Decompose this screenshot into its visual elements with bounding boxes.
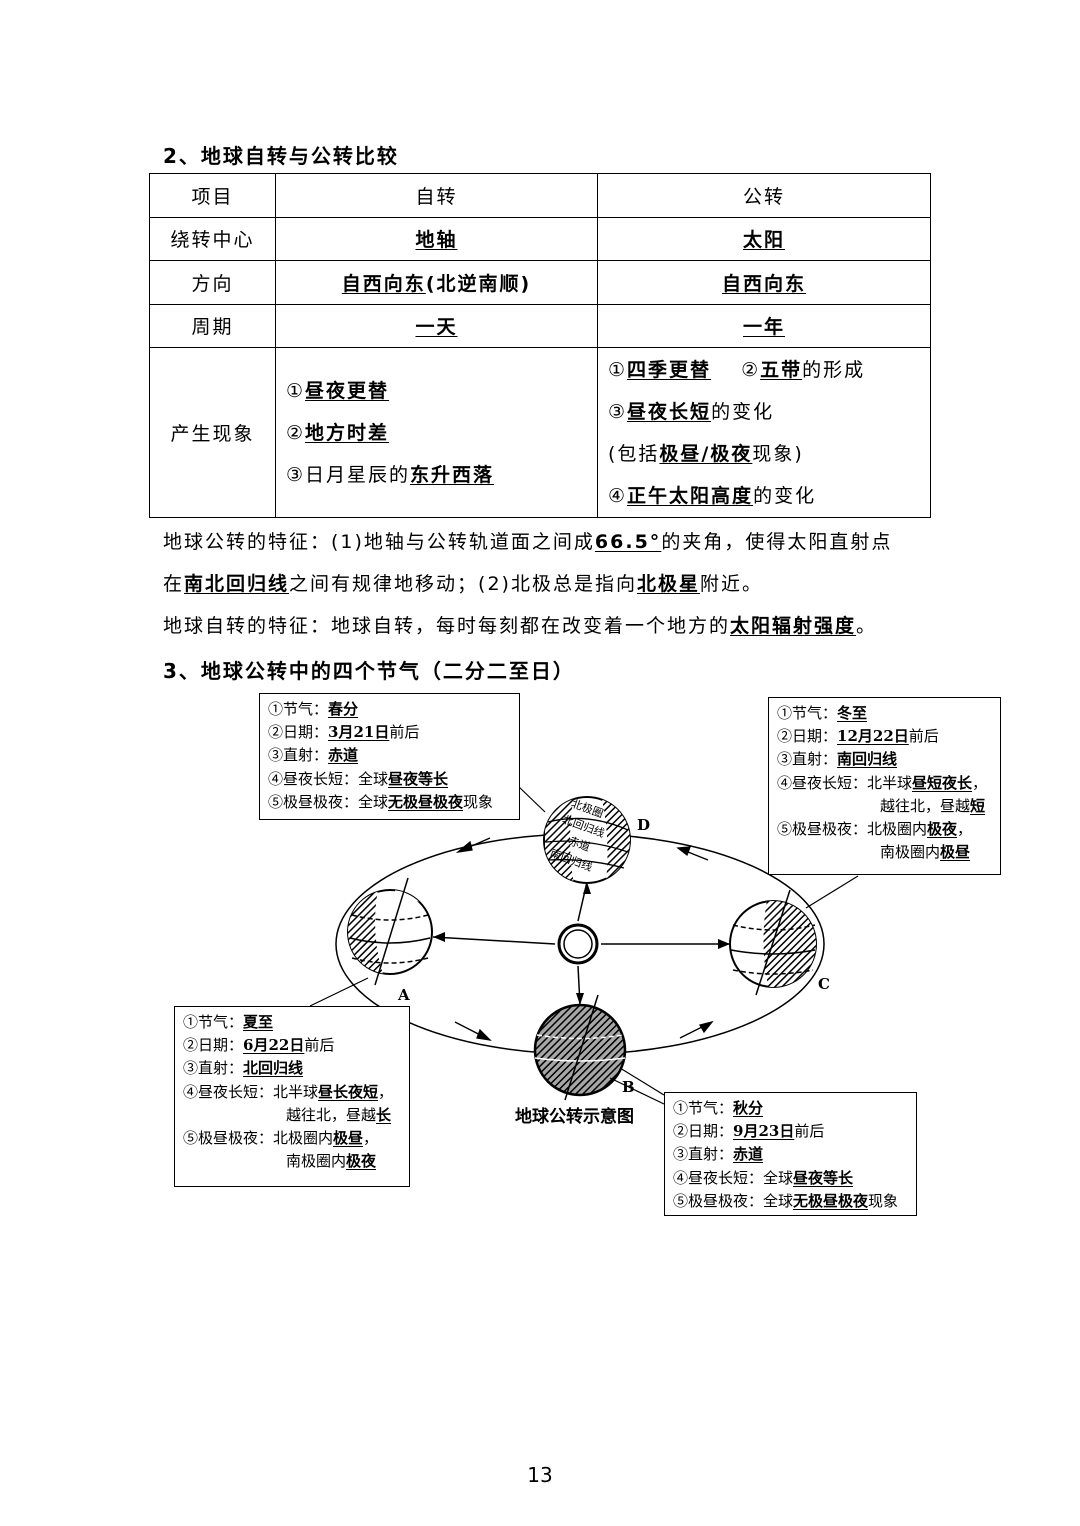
callout-winter-solstice: ①节气：冬至 ②日期：12月22日前后 ③直射：南回归线 ④昼夜长短：北半球昼短… <box>768 697 1001 875</box>
earth-globe-a <box>345 878 440 985</box>
page-number: 13 <box>0 1463 1080 1487</box>
callout-summer-solstice: ①节气：夏至 ②日期：6月22日前后 ③直射：北回归线 ④昼夜长短：北半球昼长夜… <box>174 1006 410 1187</box>
point-label-c: C <box>818 975 830 993</box>
earth-globe-b <box>535 995 625 1100</box>
callout-spring-equinox: ①节气：春分 ②日期：3月21日前后 ③直射：赤道 ④昼夜长短：全球昼夜等长 ⑤… <box>259 693 520 820</box>
earth-globe-c <box>730 890 820 995</box>
point-label-d: D <box>637 816 650 834</box>
sun-icon <box>559 925 597 963</box>
point-label-b: B <box>622 1078 635 1096</box>
callout-autumn-equinox: ①节气：秋分 ②日期：9月23日前后 ③直射：赤道 ④昼夜长短：全球昼夜等长 ⑤… <box>664 1092 917 1216</box>
diagram-caption: 地球公转示意图 <box>515 1102 634 1127</box>
point-label-a: A <box>398 986 410 1004</box>
earth-globe-d: 北极圈 北回归线 赤道 南回归线 <box>544 790 635 890</box>
